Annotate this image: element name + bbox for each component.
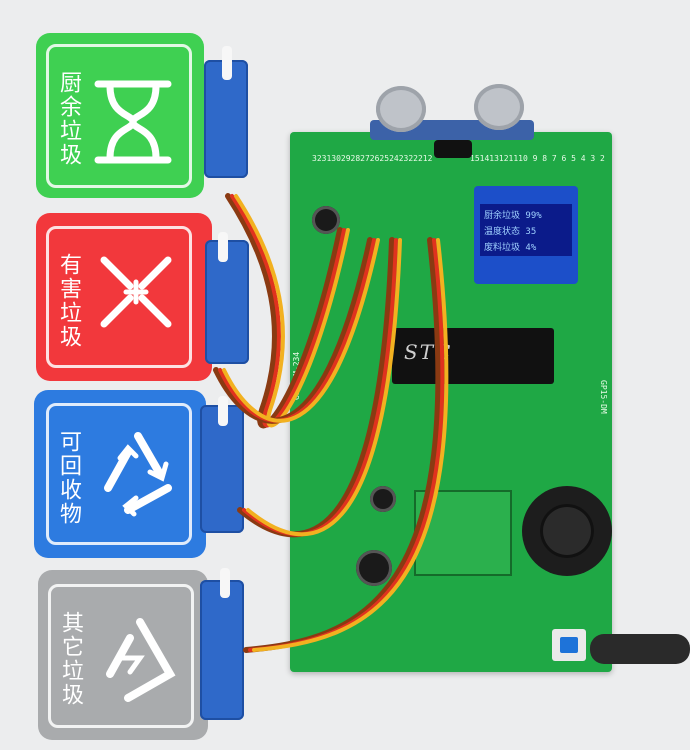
recycle-arrow-icon [106,618,176,702]
other-waste-label: 其它垃圾 [58,611,83,707]
ultrasonic-transducer-left [376,86,426,132]
oled-line-1: 厨余垃圾 99% [484,211,542,221]
sensor-pin-header [434,140,472,158]
hazardous-waste-bin [36,213,212,381]
recyclable-label: 可回收物 [56,430,81,526]
pin-numbers-right: 151413121110 9 8 7 6 5 4 3 2 [470,154,605,163]
kitchen-waste-bin [36,33,204,198]
capacitor-1 [312,206,340,234]
kitchen-waste-label: 厨余垃圾 [56,71,81,167]
hazardous-waste-label: 有害垃圾 [56,253,81,349]
oled-screen [480,204,572,256]
x-cross-icon [100,256,172,328]
power-cable [590,634,690,664]
other-waste-bin-face [48,584,194,728]
oled-line-2: 温度状态 35 [484,227,537,237]
microcontroller-chip [392,328,554,384]
recycle-icon [104,432,172,517]
servo-motor-2 [205,240,249,364]
oled-line-3: 废料垃圾 4% [484,243,537,253]
speaker-grill [540,504,594,558]
servo-arm-2 [218,232,228,262]
hazardous-waste-bin-face [46,226,192,368]
ultrasonic-transducer-right [474,84,524,130]
capacitor-2 [370,486,396,512]
servo-arm-4 [220,568,230,598]
microphone [356,550,392,586]
servo-motor-4 [200,580,244,720]
kitchen-waste-bin-face [46,44,192,188]
servo-arm-3 [218,396,228,426]
servo-motor-3 [200,405,244,533]
pin-numbers-top: 3231302928272625242322212 [312,154,433,163]
servo-arm-1 [222,46,232,80]
recyclable-bin-face [46,403,192,545]
power-switch-cap [560,637,578,653]
hourglass-icon [94,80,172,164]
